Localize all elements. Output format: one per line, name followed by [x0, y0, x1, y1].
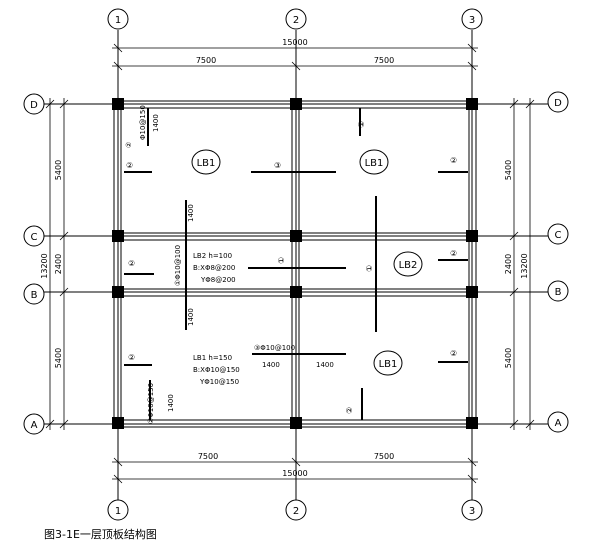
axis-bubble-right-B [547, 280, 569, 302]
dim-left-inner-1: 5400 [54, 160, 63, 180]
dim-bottom-total: 15000 [282, 469, 307, 478]
dim-top-span-1: 7500 [196, 56, 216, 65]
figure-caption: 图3-1E一层顶板结构图 [44, 528, 157, 541]
slab-spec-lb2-1: LB2 h=100 [193, 252, 232, 260]
dimension-lines [45, 43, 535, 484]
column [112, 230, 124, 242]
rebar-mark: ② [450, 349, 457, 358]
rebar-spec-tl: Φ10@150 [139, 105, 147, 140]
columns [112, 98, 478, 429]
slab-spec-lb1-2: B:XΦ10@150 [193, 366, 240, 374]
rebar-mark: ② [357, 121, 366, 128]
column [466, 286, 478, 298]
dim-top-span-2: 7500 [374, 56, 394, 65]
rebar-mark: ① [365, 265, 374, 272]
rebar-mark: ③ [274, 161, 281, 170]
axis-bubble-right-A [547, 411, 569, 433]
dim-left-inner-2: 2400 [54, 254, 63, 274]
axis-bubble-top-3 [461, 8, 483, 30]
column [466, 98, 478, 110]
axis-label-left-C: C [31, 232, 38, 243]
slab-tag-lb1-top-left [191, 149, 221, 175]
dim-right-inner-1: 5400 [504, 160, 513, 180]
column [466, 230, 478, 242]
dim-right-outer: 13200 [520, 253, 529, 278]
column [112, 98, 124, 110]
axis-bubble-left-D [23, 93, 45, 115]
slab-spec-lb2-2: B:XΦ8@200 [193, 264, 235, 272]
axis-bubble-right-D [547, 91, 569, 113]
rebar-length: 1400 [187, 204, 195, 222]
axis-label-top-2: 2 [293, 15, 299, 26]
slab-tag-lb2 [393, 251, 423, 277]
dim-bottom-span-1: 7500 [198, 452, 218, 461]
axis-label-bottom-3: 3 [469, 506, 475, 517]
axis-bubble-right-C [547, 223, 569, 245]
rebar-mark: ② [128, 353, 135, 362]
axis-label-right-A: A [555, 418, 562, 429]
dim-left-outer: 13200 [40, 253, 49, 278]
axis-label-left-A: A [31, 420, 38, 431]
slab-tag-lb1-top-right [359, 149, 389, 175]
dim-right-inner-2: 2400 [504, 254, 513, 274]
axis-bubble-left-A [23, 413, 45, 435]
rebar-length-tl: 1400 [152, 114, 160, 132]
axis-bubble-left-B [23, 283, 45, 305]
slab-spec-lb2-3: YΦ8@200 [200, 276, 236, 284]
axis-bubble-left-C [23, 225, 45, 247]
rebar-length: 1400 [167, 394, 175, 412]
rebar-mark: ② [345, 407, 354, 414]
rebar-spec: ②Φ10@150 [147, 383, 155, 424]
column [112, 286, 124, 298]
axis-label-right-B: B [555, 287, 562, 298]
axis-label-right-C: C [555, 230, 562, 241]
axis-label-top-1: 1 [115, 15, 121, 26]
rebar-length: 1400 [187, 308, 195, 326]
rebar-mark: ② [128, 259, 135, 268]
rebar-spec: ③Φ10@100 [254, 344, 295, 352]
slab-spec-lb1-1: LB1 h=150 [193, 354, 232, 362]
column [290, 286, 302, 298]
dim-bottom-span-2: 7500 [374, 452, 394, 461]
rebar-mark: ② [450, 249, 457, 258]
dim-top-total: 15000 [282, 38, 307, 47]
slab-label: LB1 [379, 359, 398, 370]
axis-bubble-bottom-1 [107, 499, 129, 521]
axis-label-right-D: D [554, 98, 562, 109]
rebar-mark: ① [277, 257, 286, 264]
axis-label-left-B: B [31, 290, 38, 301]
slab-spec-lb1-3: YΦ10@150 [199, 378, 239, 386]
axis-label-top-3: 3 [469, 15, 475, 26]
dim-left-inner-3: 5400 [54, 348, 63, 368]
column [290, 230, 302, 242]
dim-right-inner-3: 5400 [504, 348, 513, 368]
axis-label-left-D: D [30, 100, 38, 111]
column [290, 98, 302, 110]
column [466, 417, 478, 429]
rebar-mark-tl-circle: ② [125, 142, 133, 148]
column [112, 417, 124, 429]
column [290, 417, 302, 429]
slab-label: LB2 [399, 260, 418, 271]
axis-bubble-top-1 [107, 8, 129, 30]
axis-label-bottom-2: 2 [293, 506, 299, 517]
rebar-length: 1400 [262, 361, 280, 369]
slab-tag-lb1-bottom-right [373, 350, 403, 376]
rebar-length: 1400 [316, 361, 334, 369]
axis-bubble-bottom-3 [461, 499, 483, 521]
rebar-mark: ② [450, 156, 457, 165]
rebar-spec: ①Φ10@100 [174, 245, 182, 286]
axis-label-bottom-1: 1 [115, 506, 121, 517]
slab-label: LB1 [365, 158, 384, 169]
slab-label: LB1 [197, 158, 216, 169]
axis-bubble-bottom-2 [285, 499, 307, 521]
rebar-lines [124, 108, 468, 420]
axis-bubble-top-2 [285, 8, 307, 30]
rebar-mark: ② [126, 161, 133, 170]
